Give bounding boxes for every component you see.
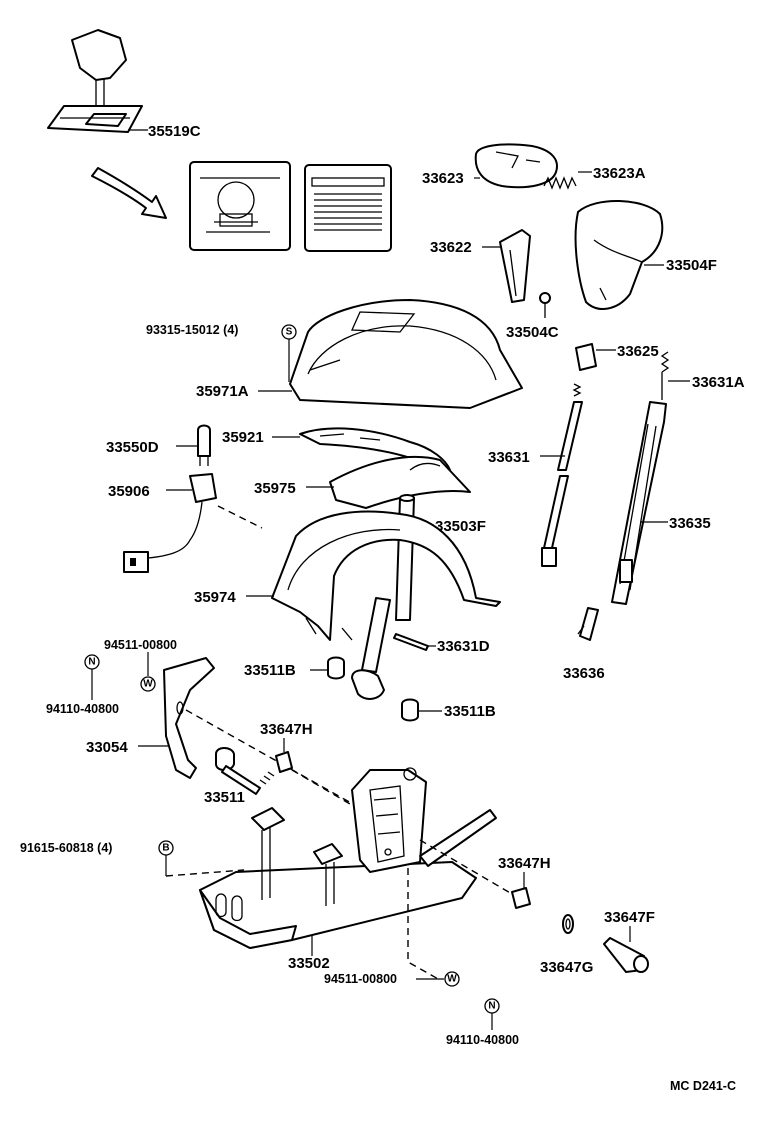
part-label-33504c: 33504C xyxy=(506,324,559,341)
part-label-94511-bottom: 94511-00800 xyxy=(324,972,397,986)
nut-33647h-upper xyxy=(275,751,293,773)
part-label-94110-top: 94110-40800 xyxy=(46,702,119,716)
base-assembly-33502 xyxy=(199,767,497,949)
symbol-n-letter-top: N xyxy=(88,657,95,668)
part-label-33647h-a: 33647H xyxy=(260,721,313,738)
part-label-35975: 35975 xyxy=(254,480,296,497)
bushing-33511b-lower xyxy=(401,698,419,722)
part-label-33623a: 33623A xyxy=(593,165,646,182)
part-label-33647g: 33647G xyxy=(540,959,593,976)
shift-lever-overview-illustration xyxy=(47,29,143,133)
part-label-33636: 33636 xyxy=(563,665,605,682)
part-label-33503f: 33503F xyxy=(435,518,486,535)
part-label-94110-bottom: 94110-40800 xyxy=(446,1033,519,1047)
lever-bottom-bracket xyxy=(351,597,391,700)
rod-33631 xyxy=(541,383,583,567)
instruction-label-sticker-right xyxy=(304,164,392,252)
diagram-code: MC D241-C xyxy=(670,1079,736,1093)
rod-end-33631a xyxy=(660,351,670,400)
part-label-33511: 33511 xyxy=(204,789,245,806)
screw-33504c xyxy=(539,292,551,318)
part-label-33054: 33054 xyxy=(86,739,128,756)
part-label-33625: 33625 xyxy=(617,343,659,360)
part-label-33511b-a: 33511B xyxy=(244,662,296,679)
upper-housing-35971a xyxy=(289,299,523,409)
part-label-33631: 33631 xyxy=(488,449,530,466)
part-label-33622: 33622 xyxy=(430,239,472,256)
knob-body-33504f xyxy=(574,200,664,310)
part-label-35971a: 35971A xyxy=(196,383,249,400)
part-label-33511b-b: 33511B xyxy=(444,703,496,720)
dashed-guide-91615 xyxy=(165,869,245,877)
part-label-93315-15012: 93315-15012 (4) xyxy=(146,323,238,337)
part-label-33647f: 33647F xyxy=(604,909,655,926)
part-label-35974: 35974 xyxy=(194,589,236,606)
dashed-guide-33054 xyxy=(185,709,361,809)
pin-33631d xyxy=(393,633,429,651)
part-label-33623: 33623 xyxy=(422,170,464,187)
bracket-33054 xyxy=(163,657,215,779)
plate-35921 xyxy=(299,427,451,471)
clip-33625 xyxy=(575,343,597,371)
knob-button-33623 xyxy=(474,143,558,189)
knob-insert-33622 xyxy=(499,229,531,303)
nut-33647h-lower xyxy=(511,887,531,909)
part-label-33635: 33635 xyxy=(669,515,711,532)
part-label-35906: 35906 xyxy=(108,483,150,500)
pin-33647f xyxy=(603,937,649,973)
spring-33623a xyxy=(543,176,577,190)
bushing-33511b-upper xyxy=(327,656,345,680)
symbol-w-circle-top xyxy=(140,676,156,692)
arrow-icon xyxy=(91,167,167,219)
dashed-guide-33647h-lower xyxy=(419,839,513,895)
socket-wire-35906 xyxy=(123,473,217,573)
part-label-33647h-b: 33647H xyxy=(498,855,551,872)
part-label-33504f: 33504F xyxy=(666,257,717,274)
part-label-91615-60818: 91615-60818 (4) xyxy=(20,841,112,855)
symbol-w-letter-top: W xyxy=(143,679,153,690)
symbol-s-letter: S xyxy=(286,327,293,338)
bolt-33511 xyxy=(215,747,275,795)
symbol-w-circle-bottom xyxy=(444,971,460,987)
clip-33636 xyxy=(577,607,599,641)
dashed-guide-33647h-upper xyxy=(291,769,351,805)
part-label-35921: 35921 xyxy=(222,429,264,446)
part-label-33550d: 33550D xyxy=(106,439,159,456)
symbol-n-letter-bottom: N xyxy=(488,1001,495,1012)
bulb-33550d xyxy=(197,424,211,466)
symbol-b-letter: B xyxy=(162,843,169,854)
lower-housing-35974 xyxy=(271,510,501,641)
washer-33647g xyxy=(562,914,574,934)
rod-assembly-33635 xyxy=(611,401,667,605)
part-label-94511-top: 94511-00800 xyxy=(104,638,177,652)
part-label-33502: 33502 xyxy=(288,955,330,972)
part-label-33631a: 33631A xyxy=(692,374,745,391)
dashed-guide-35906 xyxy=(217,505,263,529)
part-label-35519c: 35519C xyxy=(148,123,201,140)
instruction-label-sticker-left xyxy=(189,161,291,251)
symbol-w-letter-bottom: W xyxy=(447,974,457,985)
part-label-33631d: 33631D xyxy=(437,638,490,655)
plate-35975 xyxy=(329,455,471,509)
